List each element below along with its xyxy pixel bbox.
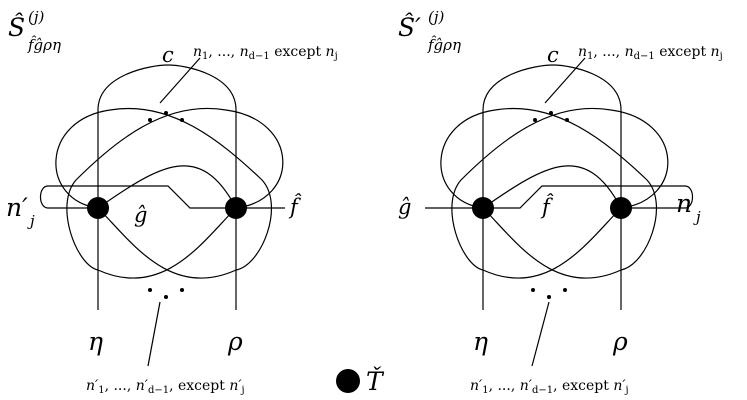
left-loop-a xyxy=(55,108,272,271)
left-nj-loop xyxy=(39,185,236,209)
right-nj-loop xyxy=(483,185,694,209)
left-title: Ŝ xyxy=(8,13,25,42)
left-nj-label: n′ xyxy=(6,193,28,222)
legend: Ť xyxy=(336,367,385,396)
right-lower-pointer xyxy=(531,301,550,367)
left-loop-e xyxy=(97,165,237,209)
left-upper-note: n1, ..., nd−1 except nj xyxy=(193,44,338,62)
right-loop-e xyxy=(482,165,622,209)
left-g-label: ĝ xyxy=(134,203,147,227)
left-lower-dots xyxy=(148,288,184,299)
left-loop-b xyxy=(66,108,284,271)
right-lower-dots xyxy=(531,288,567,299)
right-upper-dots xyxy=(533,111,569,122)
left-loop-d xyxy=(97,207,237,279)
left-upper-dots xyxy=(148,111,184,122)
left-vertex-left xyxy=(87,197,109,219)
right-g-label: ĝ xyxy=(398,195,411,219)
right-title-sup: (j) xyxy=(428,8,445,26)
right-loop-a xyxy=(440,108,657,271)
left-c-label: c xyxy=(162,43,174,67)
left-upper-pointer xyxy=(159,57,201,104)
right-rho-label: ρ xyxy=(612,327,628,356)
right-upper-pointer xyxy=(544,57,586,104)
right-loop-b xyxy=(451,108,669,271)
right-vertex-left xyxy=(472,197,494,219)
right-loop-d xyxy=(482,207,622,279)
left-title-sup: (j) xyxy=(28,8,45,26)
left-lower-pointer xyxy=(147,301,161,367)
right-title: Ŝ′ xyxy=(398,13,421,42)
right-eta-label: η xyxy=(473,327,488,356)
left-c-line xyxy=(97,64,237,205)
left-title-sub: f̂ĝρη xyxy=(27,36,61,54)
right-lower-note: n′1, ..., n′d−1, except n′j xyxy=(470,378,629,396)
right-nj-label-sub: j xyxy=(693,208,701,226)
right-diagram: Ŝ′ (j) f̂ĝρη c ĝ f̂ n j η ρ xyxy=(398,8,723,396)
legend-vertex-label: Ť xyxy=(366,367,385,396)
right-c-label: c xyxy=(547,43,559,67)
right-c-line xyxy=(482,64,622,205)
right-loop-c xyxy=(482,207,622,279)
left-loop-c xyxy=(97,207,237,279)
left-f-label: f̂ xyxy=(288,194,302,219)
right-title-sub: f̂ĝρη xyxy=(427,36,461,54)
left-nj-label-sub: j xyxy=(27,212,35,230)
right-vertex-right xyxy=(610,197,632,219)
left-vertex-right xyxy=(225,197,247,219)
right-f-label: f̂ xyxy=(540,194,554,219)
right-upper-note: n1, ..., nd−1 except nj xyxy=(578,44,723,62)
left-diagram: Ŝ (j) f̂ĝρη c n′ j ĝ f̂ η ρ xyxy=(6,8,338,396)
left-eta-label: η xyxy=(88,327,103,356)
legend-vertex-dot xyxy=(336,369,360,393)
right-nj-label: n xyxy=(676,189,692,218)
left-rho-label: ρ xyxy=(227,327,243,356)
left-lower-note: n′1, ..., n′d−1, except n′j xyxy=(86,378,245,396)
